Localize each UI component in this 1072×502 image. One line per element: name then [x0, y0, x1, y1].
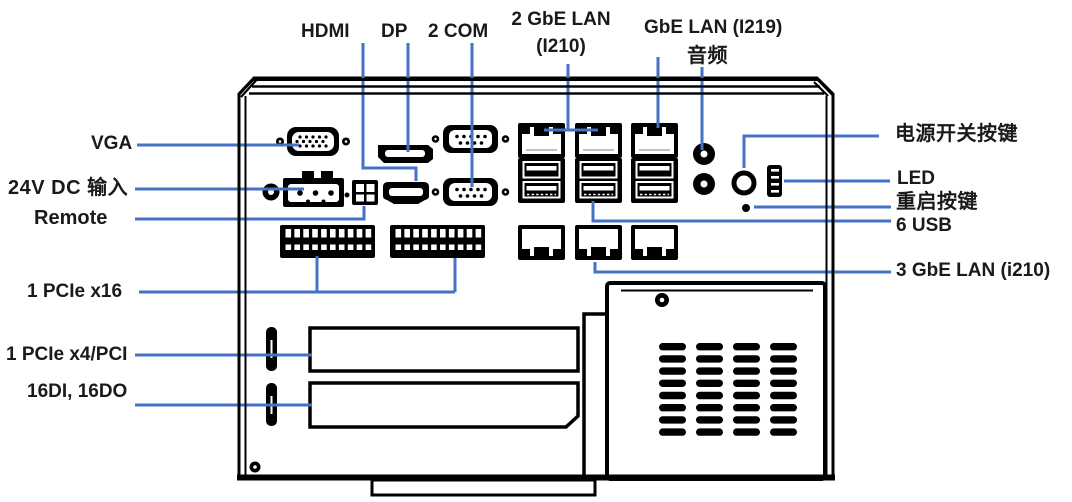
vent-slot [733, 404, 760, 412]
vent-slot [733, 391, 760, 400]
audio-jack-icon [693, 173, 715, 195]
vent-slot [733, 379, 760, 387]
usb-ports-icon [574, 157, 623, 204]
vent-slot [659, 404, 686, 412]
usb-ports-icon [517, 157, 566, 204]
leader-hdmi [361, 43, 418, 181]
lan-port-icon [575, 225, 622, 260]
label-led: LED [897, 168, 935, 189]
vent-slot [770, 416, 797, 424]
label-dio: 16DI, 16DO [27, 381, 128, 402]
vent-slot [733, 428, 760, 436]
hdmi-port-icon [383, 182, 429, 204]
vent-panel [605, 281, 827, 481]
expansion-bay [249, 312, 607, 477]
leader-remote [135, 206, 366, 221]
vent-slot [696, 428, 723, 436]
vent-slot [733, 367, 760, 375]
expansion-slot-icon [308, 381, 580, 429]
leader-lines [135, 43, 891, 407]
reset-button-icon [742, 204, 750, 212]
vent-slot [659, 355, 686, 363]
vent-slot [770, 391, 797, 400]
vent-slot [770, 343, 797, 351]
label-lan-i219: GbE LAN (I219) [644, 17, 783, 38]
chassis-foot [370, 478, 597, 497]
label-vga: VGA [91, 133, 133, 154]
remote-connector-icon [352, 180, 378, 205]
vent-slot [659, 367, 686, 375]
lan-port-icon [575, 123, 622, 158]
label-com: 2 COM [428, 21, 489, 42]
label-lan-i210-line2: (I210) [536, 35, 586, 57]
label-dc-in: 24V DC 输入 [8, 177, 129, 199]
expansion-slot-icon [308, 326, 580, 373]
vent-slot [659, 343, 686, 351]
vent-slot [733, 343, 760, 351]
vent-slot [696, 343, 723, 351]
vent-slot [696, 416, 723, 424]
label-lan-i210-line1: 2 GbE LAN [511, 9, 611, 30]
lan-port-icon [518, 225, 565, 260]
vent-grille-icon [659, 343, 797, 436]
leader-usb [591, 201, 891, 223]
label-pcie-x16: 1 PCIe x16 [27, 281, 123, 302]
vent-slot [770, 404, 797, 412]
vent-slot [696, 367, 723, 375]
leader-pcie-x16 [139, 256, 457, 294]
vent-slot [733, 416, 760, 424]
label-dp: DP [381, 21, 408, 42]
vent-slot [659, 428, 686, 436]
dio-terminal-icon [390, 225, 485, 258]
label-pcie-x4: 1 PCIe x4/PCI [6, 344, 128, 365]
label-remote: Remote [34, 207, 108, 229]
vent-slot [696, 391, 723, 400]
audio-jack-icon [693, 143, 715, 165]
dc-input-jack-icon [262, 183, 280, 201]
label-lan3: 3 GbE LAN (i210) [896, 260, 1051, 281]
label-usb: 6 USB [896, 215, 952, 236]
vga-port-icon [276, 127, 350, 156]
vent-slot [696, 355, 723, 363]
label-hdmi: HDMI [301, 21, 350, 42]
vent-slot [733, 355, 760, 363]
chassis-edge-repaint [237, 77, 835, 476]
vent-slot [659, 416, 686, 424]
vent-slot [696, 404, 723, 412]
dc-terminal-block-icon [283, 171, 350, 207]
vent-slot [696, 379, 723, 387]
led-indicator-icon [767, 165, 782, 197]
vent-slot [659, 379, 686, 387]
vent-slot [770, 355, 797, 363]
vent-slot [770, 428, 797, 436]
dio-terminal-icon [280, 225, 375, 258]
label-reset-button: 重启按键 [896, 191, 978, 213]
vent-slot [770, 379, 797, 387]
vent-slot [659, 391, 686, 400]
lan-port-icon [518, 123, 565, 158]
label-audio: 音频 [687, 45, 728, 67]
dp-port-icon [378, 145, 433, 163]
lan-port-icon [631, 123, 678, 158]
power-button-icon [731, 170, 757, 196]
vent-slot [770, 367, 797, 375]
leader-lan3 [593, 262, 891, 274]
leader-lan-i210 [544, 64, 598, 132]
usb-ports-icon [630, 157, 679, 204]
label-lan-i210: 2 GbE LAN (I210) [505, 9, 617, 58]
lan-port-icon [631, 225, 678, 260]
label-power-button: 电源开关按键 [895, 123, 1018, 145]
